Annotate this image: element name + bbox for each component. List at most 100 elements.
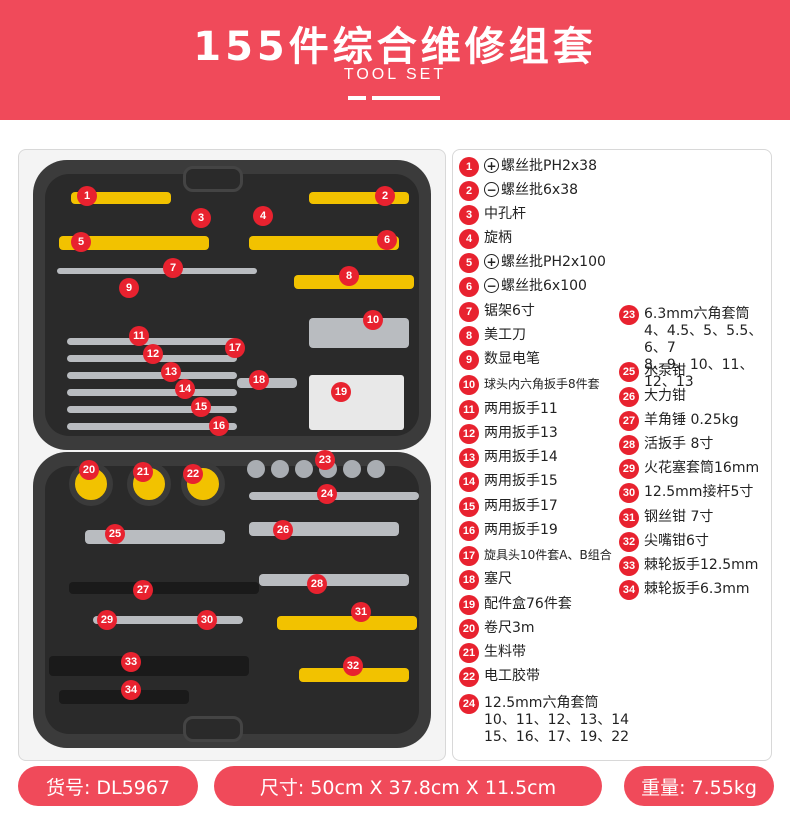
legend-number: 27	[619, 411, 639, 431]
photo-badge: 30	[197, 610, 217, 630]
wrench-image	[67, 372, 237, 379]
legend-item: 32 尖嘴钳6寸	[619, 532, 709, 552]
legend-item: 5 + 螺丝批PH2x100	[459, 253, 606, 273]
legend-item: 15 两用扳手17	[459, 497, 558, 517]
photo-badge: 2	[375, 186, 395, 206]
legend-item: 20 卷尺3m	[459, 619, 535, 639]
legend-item: 30 12.5mm接杆5寸	[619, 483, 753, 503]
legend-item: 18 塞尺	[459, 570, 512, 590]
legend-text: 棘轮扳手12.5mm	[644, 557, 759, 573]
legend-item: 13 两用扳手14	[459, 448, 558, 468]
legend-item: 3 中孔杆	[459, 205, 526, 225]
photo-badge: 15	[191, 397, 211, 417]
legend-text: 大力钳	[644, 388, 686, 404]
photo-badge: 9	[119, 278, 139, 298]
legend-number: 11	[459, 400, 479, 420]
legend-item: 33 棘轮扳手12.5mm	[619, 556, 759, 576]
product-photo: 1 2 3 4 5 6 7 8 9 10 11 12 13 14 15 16 1…	[18, 149, 446, 761]
legend-text: 电工胶带	[484, 668, 540, 684]
legend-number: 23	[619, 305, 639, 325]
legend-text: 两用扳手17	[484, 498, 558, 514]
photo-badge: 25	[105, 524, 125, 544]
legend-number: 5	[459, 253, 479, 273]
legend-number: 12	[459, 424, 479, 444]
legend-item: 22 电工胶带	[459, 667, 540, 687]
legend-item: 28 活扳手 8寸	[619, 435, 714, 455]
legend-item: 24 12.5mm六角套筒 10、11、12、13、14 15、16、17、19…	[459, 694, 629, 746]
photo-badge: 12	[143, 344, 163, 364]
legend-item: 14 两用扳手15	[459, 472, 558, 492]
photo-badge: 19	[331, 382, 351, 402]
legend-text: 卷尺3m	[484, 620, 535, 636]
photo-badge: 1	[77, 186, 97, 206]
wrench-image	[67, 338, 237, 345]
extension-bar-image	[93, 616, 243, 624]
legend-number: 1	[459, 157, 479, 177]
phillips-symbol-icon: +	[484, 254, 499, 269]
dimensions-badge: 尺寸: 50cm X 37.8cm X 11.5cm	[214, 766, 602, 806]
legend-item: 1 + 螺丝批PH2x38	[459, 157, 597, 177]
legend-number: 31	[619, 508, 639, 528]
legend-number: 10	[459, 375, 479, 395]
legend-text: 水泵钳	[644, 363, 686, 379]
socket-image	[367, 460, 385, 478]
legend-text: 螺丝批6x100	[501, 278, 587, 294]
photo-badge: 11	[129, 326, 149, 346]
legend-text: 螺丝批6x38	[501, 182, 579, 198]
photo-badge: 13	[161, 362, 181, 382]
legend-number: 25	[619, 362, 639, 382]
hammer-image	[69, 582, 259, 594]
screwdriver-image	[249, 236, 399, 250]
socket-image	[343, 460, 361, 478]
legend-text: 羊角锤 0.25kg	[644, 412, 739, 428]
legend-number: 21	[459, 643, 479, 663]
legend-item: 25 水泵钳	[619, 362, 686, 382]
legend-item: 8 美工刀	[459, 326, 526, 346]
legend-text: 两用扳手14	[484, 449, 558, 465]
photo-badge: 14	[175, 379, 195, 399]
saw-frame-image	[57, 268, 257, 274]
legend-number: 28	[619, 435, 639, 455]
photo-badge: 34	[121, 680, 141, 700]
page-subtitle: TOOL SET	[343, 66, 447, 83]
legend-text: 旋柄	[484, 230, 512, 246]
wrench-image	[67, 423, 237, 430]
page-title: 155件综合维修组套	[193, 24, 597, 70]
photo-badge: 27	[133, 580, 153, 600]
hex-key-set-image	[309, 318, 409, 348]
legend-item: 7 锯架6寸	[459, 302, 535, 322]
legend-item: 23 6.3mm六角套筒 4、4.5、5、5.5、6、7 8、9、10、11、1…	[619, 305, 771, 391]
photo-badge: 22	[183, 464, 203, 484]
photo-badge: 26	[273, 520, 293, 540]
legend-text: 配件盒76件套	[484, 596, 572, 612]
photo-badge: 29	[97, 610, 117, 630]
photo-badge: 8	[339, 266, 359, 286]
legend-text: 活扳手 8寸	[644, 436, 714, 452]
legend-number: 16	[459, 521, 479, 541]
legend-number: 13	[459, 448, 479, 468]
photo-badge: 20	[79, 460, 99, 480]
legend-number: 32	[619, 532, 639, 552]
legend-text: 两用扳手13	[484, 425, 558, 441]
legend-text: 螺丝批PH2x38	[501, 158, 597, 174]
legend-text: 两用扳手19	[484, 522, 558, 538]
legend-number: 19	[459, 595, 479, 615]
socket-image	[247, 460, 265, 478]
phillips-symbol-icon: +	[484, 158, 499, 173]
legend-text: 球头内六角扳手8件套	[484, 377, 600, 391]
legend-number: 9	[459, 350, 479, 370]
photo-badge: 18	[249, 370, 269, 390]
case-handle	[183, 166, 243, 192]
legend-item: 31 钢丝钳 7寸	[619, 508, 713, 528]
legend-number: 33	[619, 556, 639, 576]
legend-text: 两用扳手15	[484, 473, 558, 489]
photo-badge: 21	[133, 462, 153, 482]
legend-text: 两用扳手11	[484, 401, 558, 417]
legend-text: 6.3mm六角套筒 4、4.5、5、5.5、6、7 8、9、10、11、12、1…	[644, 306, 763, 390]
photo-badge: 28	[307, 574, 327, 594]
legend-item: 16 两用扳手19	[459, 521, 558, 541]
legend-item: 2 − 螺丝批6x38	[459, 181, 579, 201]
legend-number: 6	[459, 277, 479, 297]
photo-badge: 23	[315, 450, 335, 470]
legend-text: 螺丝批PH2x100	[501, 254, 606, 270]
